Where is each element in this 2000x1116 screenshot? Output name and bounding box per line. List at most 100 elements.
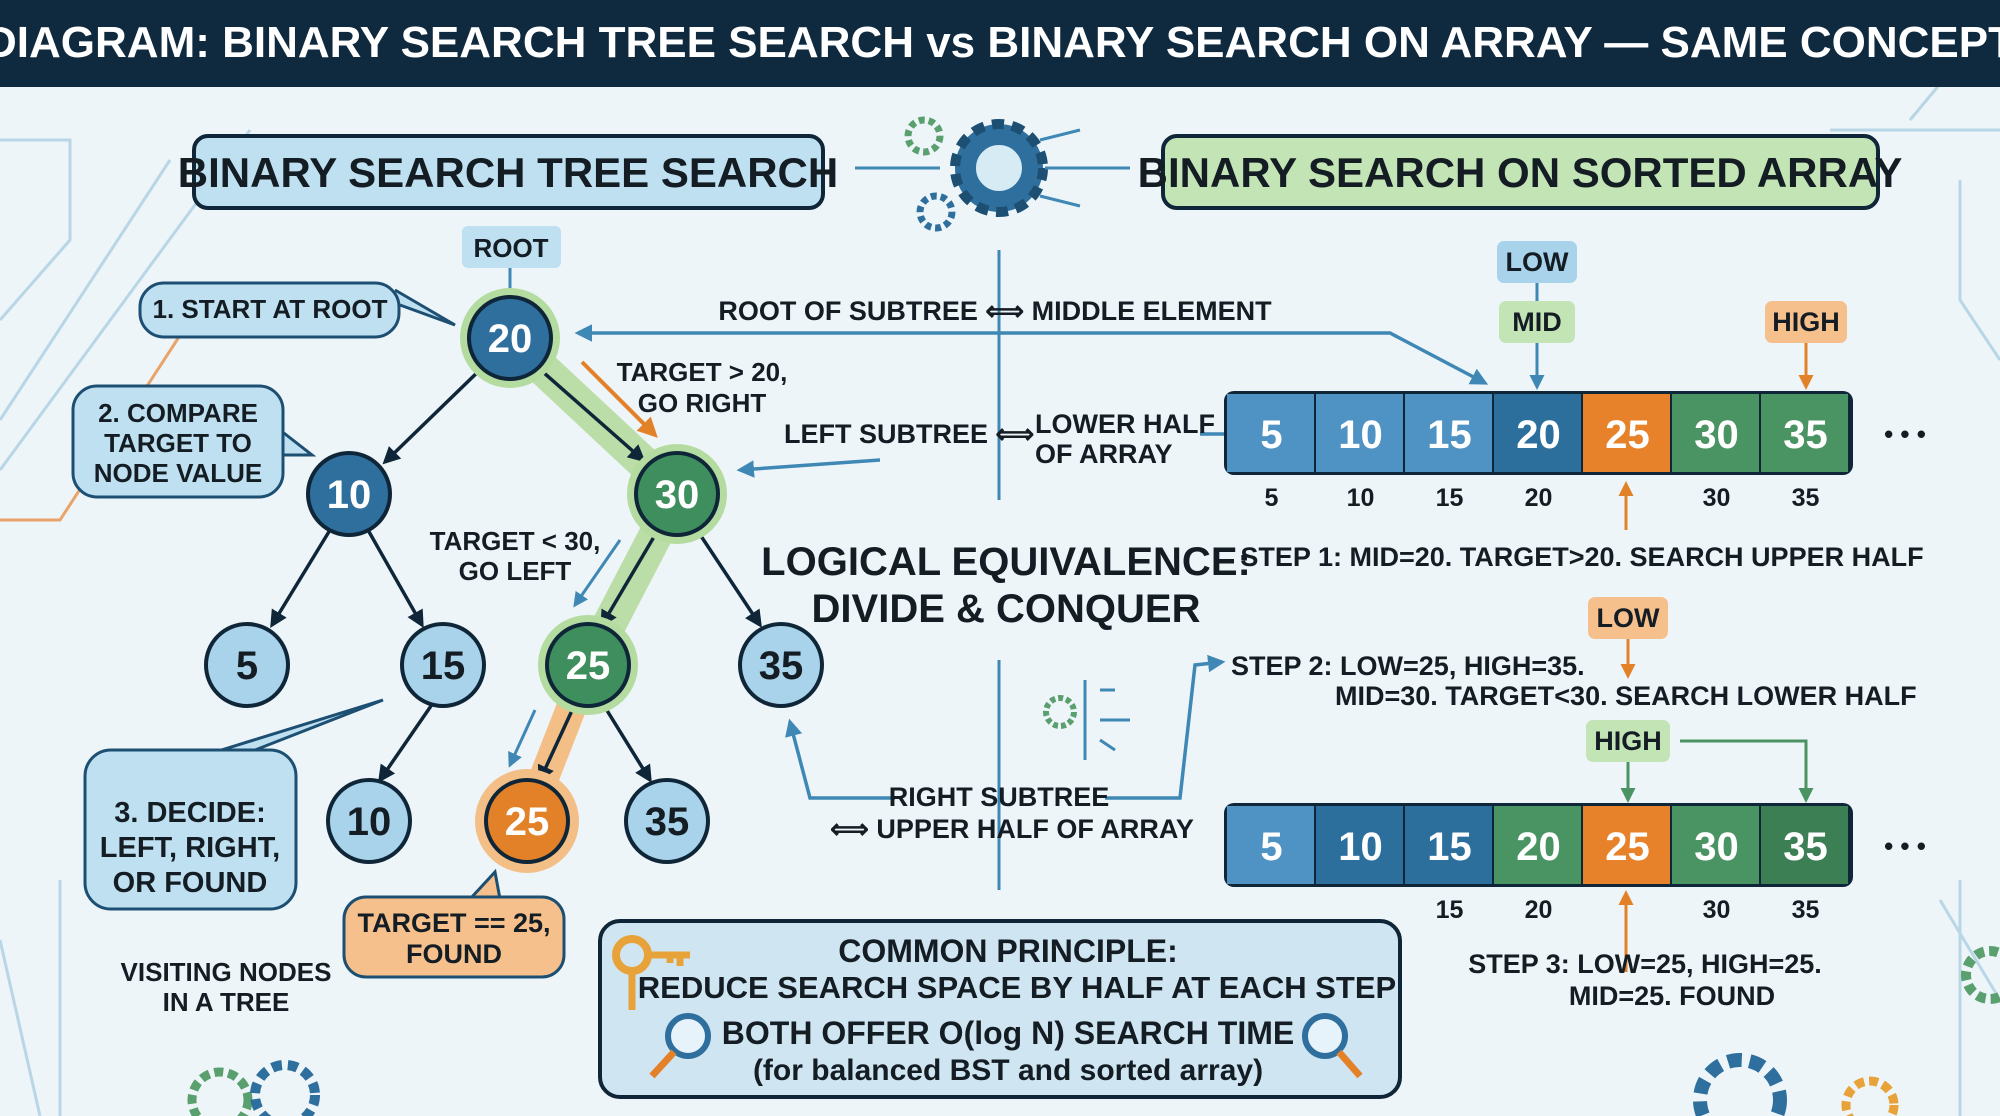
array-cell	[1227, 394, 1314, 472]
array-cell	[1494, 806, 1581, 884]
gear-icon	[855, 116, 1130, 232]
callout-found: TARGET == 25, FOUND	[342, 868, 566, 979]
tree-node: 30	[627, 444, 727, 544]
array-cell-value: 15	[1427, 413, 1472, 457]
array-index-label: 30	[1703, 484, 1731, 512]
array-cell	[1583, 806, 1670, 884]
principle-line3: (for balanced BST and sorted array)	[753, 1054, 1263, 1087]
array-cell	[1583, 394, 1670, 472]
array-cell-value: 25	[1605, 825, 1650, 869]
array-cell	[1761, 394, 1848, 472]
array-cell	[1405, 806, 1492, 884]
tree-node: 10	[306, 451, 392, 537]
array-ellipsis: • • •	[1884, 831, 1926, 861]
principle-line1: REDUCE SEARCH SPACE BY HALF AT EACH STEP	[638, 970, 1396, 1005]
array-cell-value: 30	[1694, 825, 1739, 869]
array-index-label: 35	[1792, 896, 1820, 924]
svg-text:35: 35	[645, 800, 690, 844]
common-principle-box: COMMON PRINCIPLE: REDUCE SEARCH SPACE BY…	[598, 919, 1402, 1099]
callout-decide: 3. DECIDE: LEFT, RIGHT, OR FOUND	[83, 698, 384, 911]
logical-equivalence-heading: DIVIDE & CONQUER	[812, 587, 1201, 631]
connector-right-upper	[785, 718, 895, 800]
array-cell	[1672, 806, 1759, 884]
pointer-high: HIGH	[1772, 307, 1840, 337]
root-label: ROOT	[473, 233, 548, 263]
equivalence-left: LOWER HALF	[1035, 409, 1215, 439]
svg-text:LEFT, RIGHT,: LEFT, RIGHT,	[100, 832, 280, 864]
svg-text:OR FOUND: OR FOUND	[113, 867, 268, 899]
array-cell	[1672, 394, 1759, 472]
tree-node: 35	[738, 622, 824, 708]
principle-line2: BOTH OFFER O(log N) SEARCH TIME	[722, 1015, 1294, 1051]
svg-text:5: 5	[236, 644, 258, 688]
array-cell	[1227, 806, 1314, 884]
pointer-low: LOW	[1506, 247, 1569, 277]
array-header: BINARY SEARCH ON SORTED ARRAY	[1138, 149, 1903, 196]
svg-text:10: 10	[327, 473, 372, 517]
array-index-label: 10	[1347, 484, 1375, 512]
equivalence-root: ROOT OF SUBTREE ⟺ MIDDLE ELEMENT	[718, 296, 1272, 326]
step3-text: STEP 3: LOW=25, HIGH=25.	[1468, 949, 1822, 979]
array-cell	[1405, 394, 1492, 472]
pointer-mid: MID	[1512, 307, 1562, 337]
array-index-label: 20	[1525, 896, 1553, 924]
array-cell-value: 20	[1516, 413, 1561, 457]
svg-text:NODE VALUE: NODE VALUE	[94, 458, 263, 488]
logical-equivalence-heading: LOGICAL EQUIVALENCE:	[761, 540, 1251, 584]
magnifier-icon	[649, 1013, 711, 1079]
svg-text:35: 35	[759, 644, 804, 688]
principle-heading: COMMON PRINCIPLE:	[838, 933, 1178, 969]
note-go-right: TARGET > 20,	[617, 357, 788, 387]
array-ellipsis: • • •	[1884, 419, 1926, 449]
svg-text:3. DECIDE:: 3. DECIDE:	[114, 797, 265, 829]
tree-node-found: 25	[475, 769, 579, 873]
svg-text:10: 10	[347, 800, 392, 844]
array-cell	[1494, 394, 1581, 472]
pointer-mid-box	[1499, 301, 1575, 343]
note-visiting: IN A TREE	[163, 987, 290, 1017]
array-cell-value: 20	[1516, 825, 1561, 869]
title-bar	[0, 0, 2000, 87]
equivalence-left: LEFT SUBTREE ⟺	[784, 419, 1034, 449]
array-cell-value: 35	[1783, 825, 1828, 869]
connector-right-upper-array	[1105, 654, 1226, 800]
step2-text: MID=30. TARGET<30. SEARCH LOWER HALF	[1335, 681, 1917, 711]
array-header-box	[1161, 134, 1880, 210]
array-cell-value: 15	[1427, 825, 1472, 869]
array-index-label: 15	[1436, 484, 1464, 512]
pointer-low: LOW	[1597, 603, 1660, 633]
step1-text: STEP 1: MID=20. TARGET>20. SEARCH UPPER …	[1240, 542, 1923, 572]
svg-text:TARGET == 25,: TARGET == 25,	[357, 908, 550, 938]
svg-text:25: 25	[566, 644, 611, 688]
array-index-label: 20	[1525, 484, 1553, 512]
tree-node-root: 20	[460, 288, 560, 388]
note-go-left: GO LEFT	[459, 556, 572, 586]
pointer-low-box	[1588, 597, 1668, 639]
svg-text:20: 20	[488, 317, 533, 361]
gear-icon	[187, 946, 2000, 1116]
note-visiting: VISITING NODES	[121, 957, 332, 987]
svg-text:1. START AT ROOT: 1. START AT ROOT	[153, 294, 388, 324]
equivalence-right: RIGHT SUBTREE	[889, 782, 1110, 812]
connector-root-middle	[578, 331, 1485, 383]
array-cell	[1316, 806, 1403, 884]
array-cell-value: 25	[1605, 413, 1650, 457]
array-cell	[1761, 806, 1848, 884]
circuit-decoration	[0, 59, 2000, 1116]
tree-node: 10	[326, 778, 412, 864]
tree-node: 25	[538, 615, 638, 715]
array-cell	[1316, 394, 1403, 472]
bst-header-box	[192, 134, 825, 210]
pointer-high-box	[1765, 301, 1847, 343]
equivalence-right: ⟺ UPPER HALF OF ARRAY	[830, 814, 1194, 844]
svg-text:25: 25	[505, 800, 550, 844]
tree-edges	[270, 268, 762, 784]
key-icon	[612, 935, 690, 1010]
svg-text:TARGET TO: TARGET TO	[104, 428, 252, 458]
tree-node: 35	[624, 778, 710, 864]
array-cell-value: 10	[1338, 413, 1383, 457]
array-index-label: 5	[1265, 484, 1279, 512]
